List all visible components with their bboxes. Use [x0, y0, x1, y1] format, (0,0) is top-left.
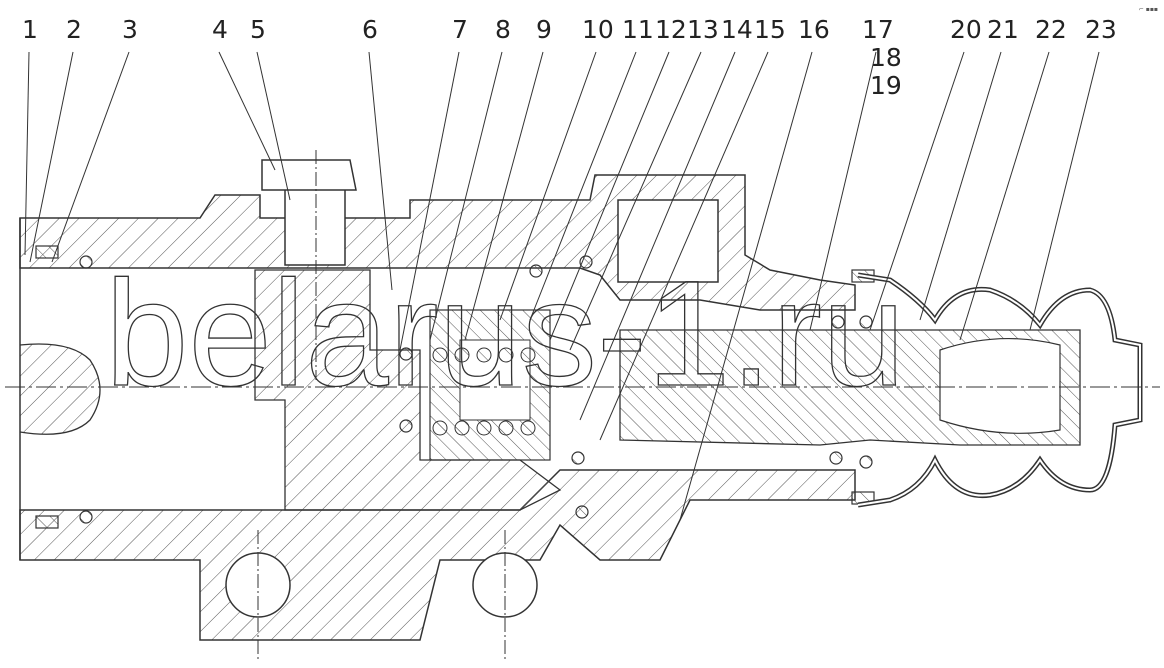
callout-12: 12: [655, 15, 687, 44]
reservoir-port: [617, 199, 719, 283]
leader-line-16: [679, 51, 813, 521]
callout-7: 7: [452, 15, 468, 44]
callout-5: 5: [250, 15, 266, 44]
callout-4: 4: [212, 15, 228, 44]
callout-23: 23: [1085, 15, 1117, 44]
leader-line-11: [529, 51, 637, 321]
valve-chamber: [459, 339, 531, 421]
callout-8: 8: [495, 15, 511, 44]
leader-line-10: [499, 51, 597, 321]
callout-6: 6: [362, 15, 378, 44]
leader-line-6: [368, 51, 393, 291]
bleed-bolt: [261, 159, 357, 266]
spring: [432, 347, 536, 436]
leader-line-3: [51, 51, 130, 263]
callout-22: 22: [1035, 15, 1067, 44]
callout-16: 16: [798, 15, 830, 44]
callout-11: 11: [622, 15, 654, 44]
callout-2: 2: [66, 15, 82, 44]
callout-1: 1: [22, 15, 38, 44]
leader-line-21: [919, 51, 1002, 321]
leader-line-22: [959, 51, 1050, 341]
callout-14: 14: [721, 15, 753, 44]
o-rings: [35, 245, 875, 529]
leader-line-12: [549, 51, 670, 341]
callout-17: 17: [862, 15, 894, 44]
callout-3: 3: [122, 15, 138, 44]
leader-line-2: [29, 51, 74, 263]
primary-piston: [254, 269, 562, 511]
leader-line-15: [599, 51, 769, 441]
leader-line-7: [399, 51, 460, 351]
callout-13: 13: [687, 15, 719, 44]
callout-19: 19: [870, 71, 902, 100]
leader-line-17: [809, 51, 877, 331]
corner-mark: ⌐ ▪▪▪: [1138, 6, 1158, 13]
leader-line-13: [569, 51, 702, 351]
leader-line-9: [464, 51, 544, 341]
callout-9: 9: [536, 15, 552, 44]
callout-15: 15: [754, 15, 786, 44]
leader-line-4: [218, 51, 276, 171]
leader-line-8: [429, 51, 503, 341]
callout-18: 18: [870, 43, 902, 72]
callout-10: 10: [582, 15, 614, 44]
leader-line-14: [579, 51, 736, 421]
leader-line-23: [1029, 51, 1100, 331]
inlet-bore: [19, 343, 101, 435]
leader-line-20: [869, 51, 965, 331]
leader-line-1: [24, 51, 30, 256]
callout-20: 20: [950, 15, 982, 44]
rod-head: [939, 337, 1061, 434]
watermark: belarus-1.ru: [105, 249, 905, 417]
leader-line-5: [256, 51, 291, 201]
callout-21: 21: [987, 15, 1019, 44]
